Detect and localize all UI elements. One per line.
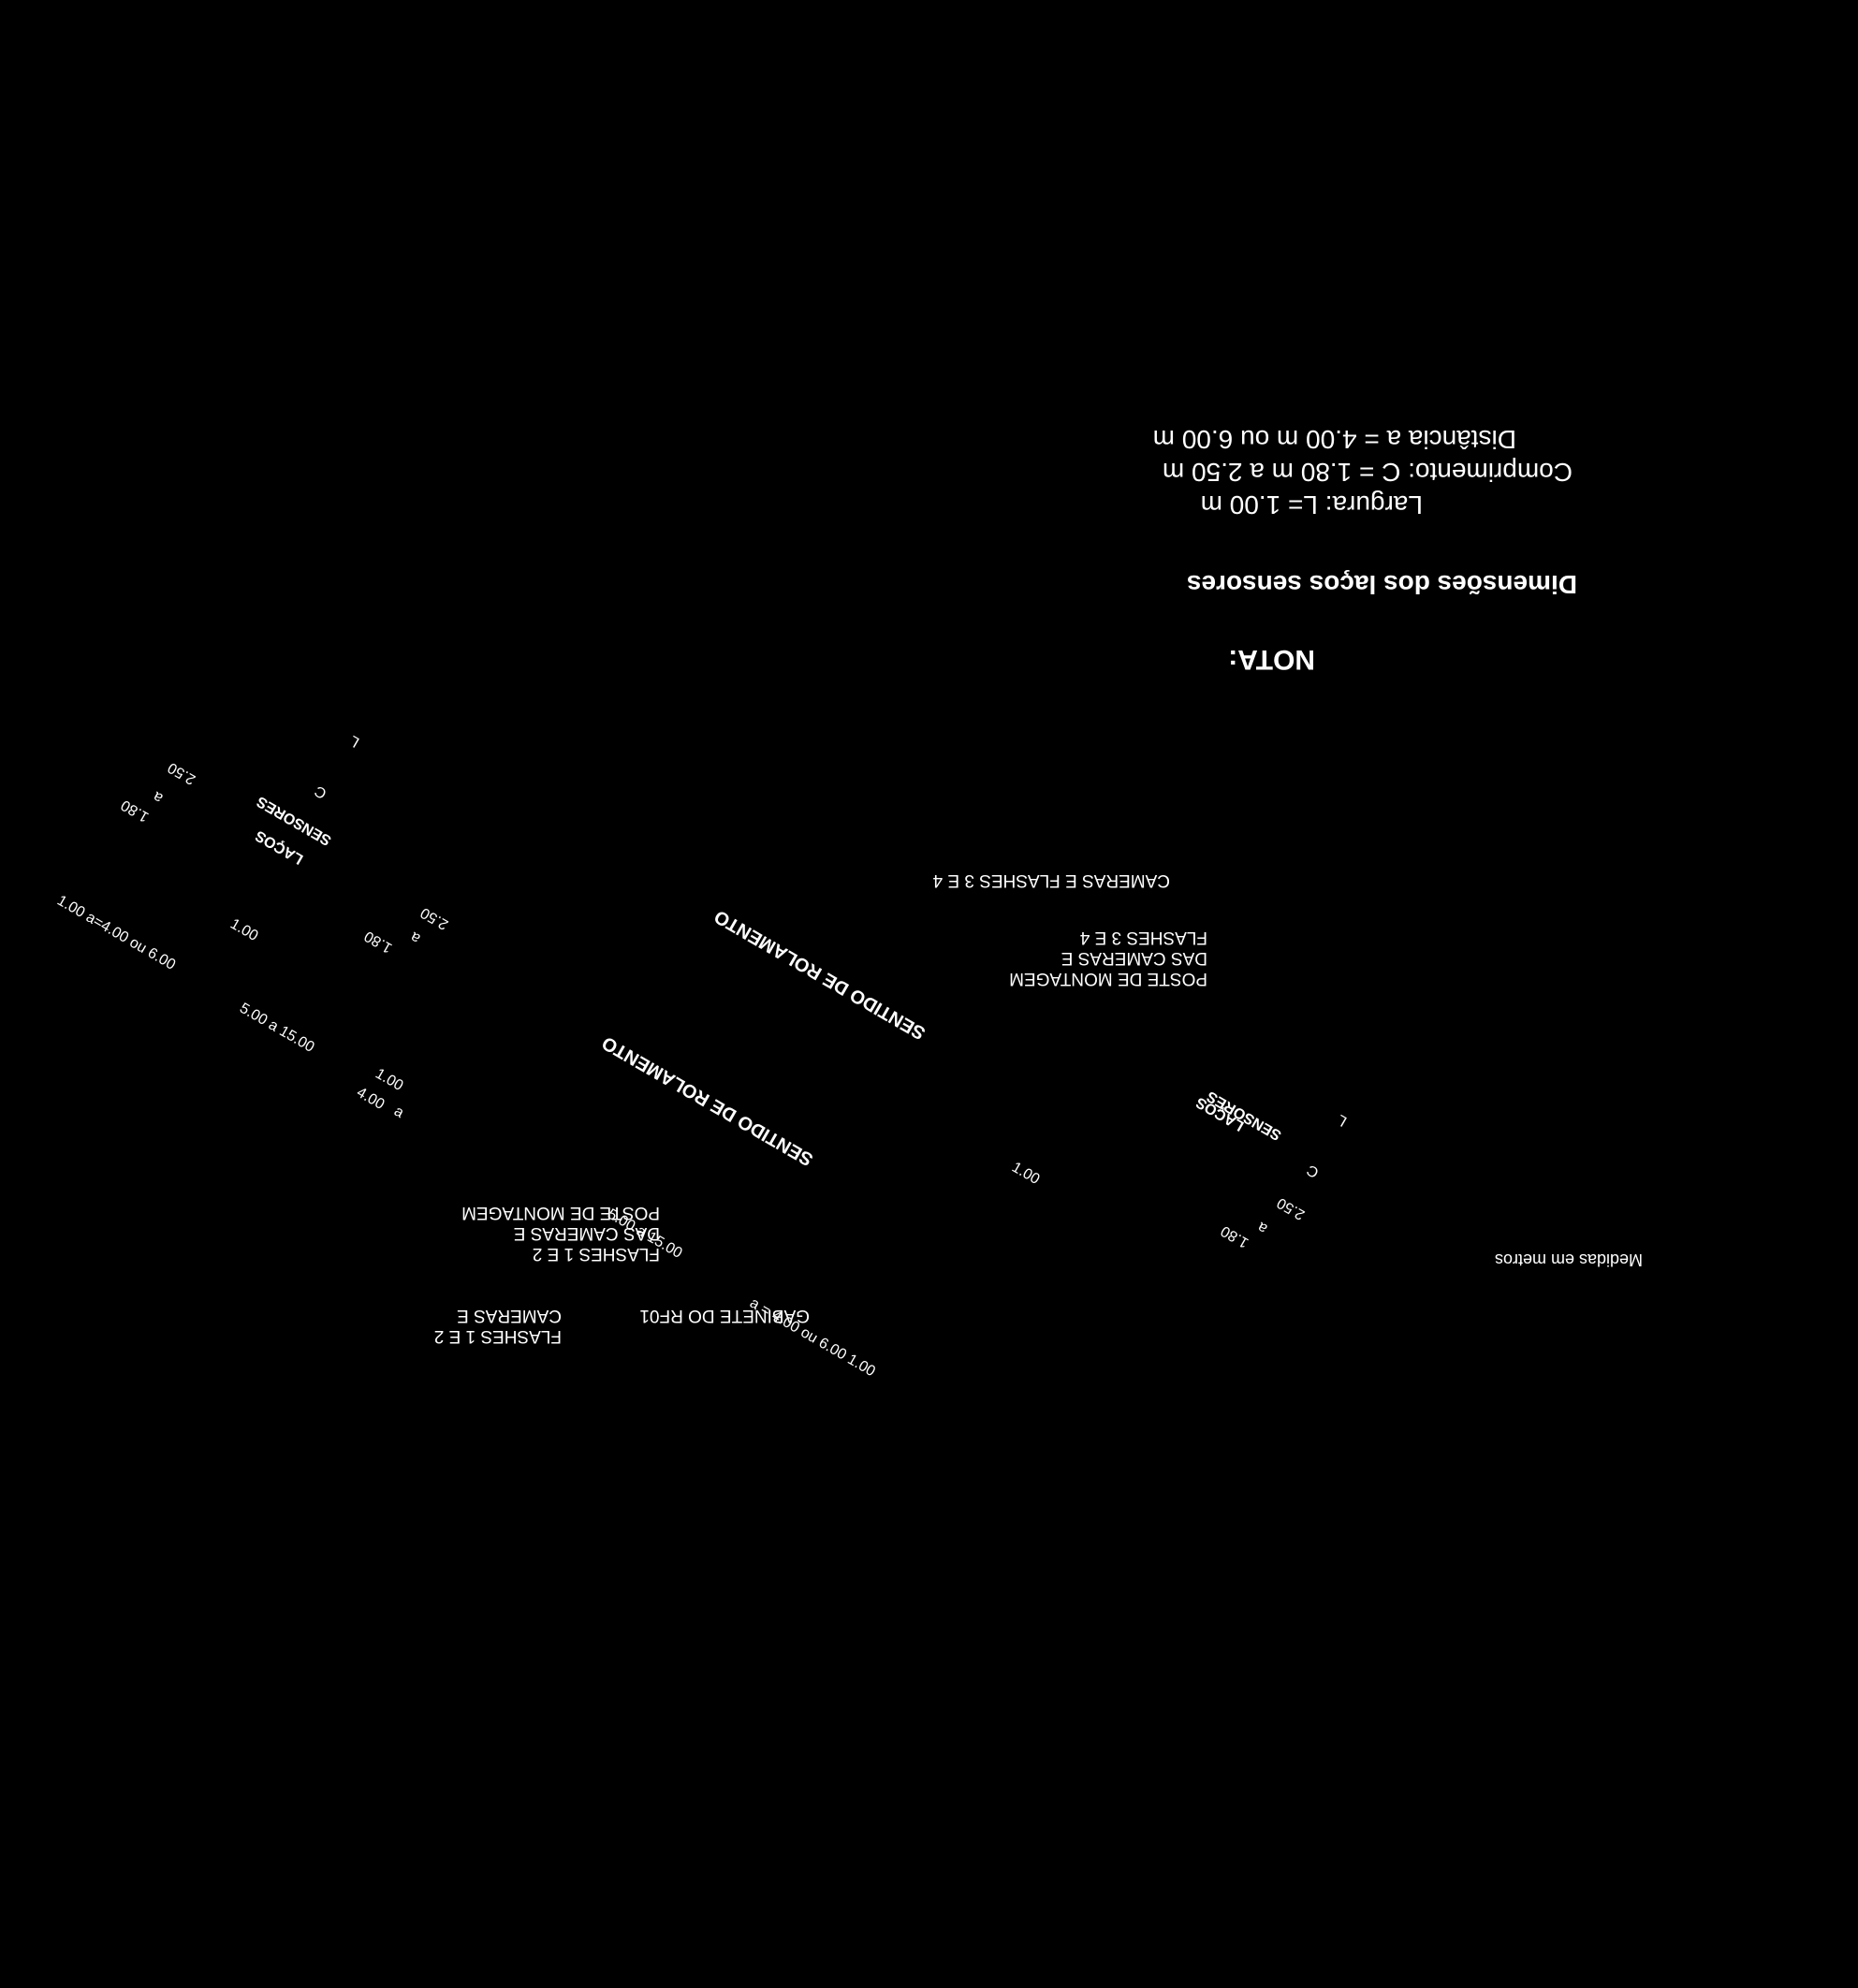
- nota-distancia: Distância a = 4.00 m ou 6.00 m: [1153, 425, 1516, 454]
- callout-pole-left-2: DAS CAMERAS E: [514, 1223, 660, 1243]
- callout-cameras-left-2: FLASHES 1 E 2: [434, 1326, 562, 1346]
- callout-cameras-right: CAMERAS E FLASHES 3 E 4: [932, 870, 1170, 890]
- callout-pole-right-3: FLASHES 3 E 4: [1079, 928, 1207, 947]
- callout-pole-right-1: POSTE DE MONTAGEM: [1009, 969, 1207, 988]
- nota-comprimento: Comprimento: C = 1.80 m a 2.50 m: [1163, 458, 1573, 487]
- nota-title: NOTA:: [1228, 644, 1315, 675]
- callout-pole-left-1: POSTE DE MONTAGEM: [461, 1203, 660, 1222]
- nota-largura: Largura: L= 1.00 m: [1201, 490, 1423, 519]
- callout-pole-left-3: FLASHES 1 E 2: [533, 1244, 660, 1264]
- callout-pole-right-2: DAS CAMERAS E: [1061, 948, 1207, 968]
- nota-heading: Dimensões dos laços sensores: [1187, 570, 1577, 599]
- callouts-right: POSTE DE MONTAGEM DAS CAMERAS E FLASHES …: [932, 870, 1207, 988]
- callouts: POSTE DE MONTAGEM DAS CAMERAS E FLASHES …: [434, 1203, 810, 1346]
- nota-block: NOTA: Dimensões dos laços sensores Largu…: [1153, 425, 1577, 675]
- callout-cameras-left-1: CAMERAS E: [457, 1306, 562, 1325]
- callout-cabinet: GABINETE DO RF01: [639, 1306, 810, 1325]
- units-note: Medidas em metros: [1495, 1250, 1643, 1269]
